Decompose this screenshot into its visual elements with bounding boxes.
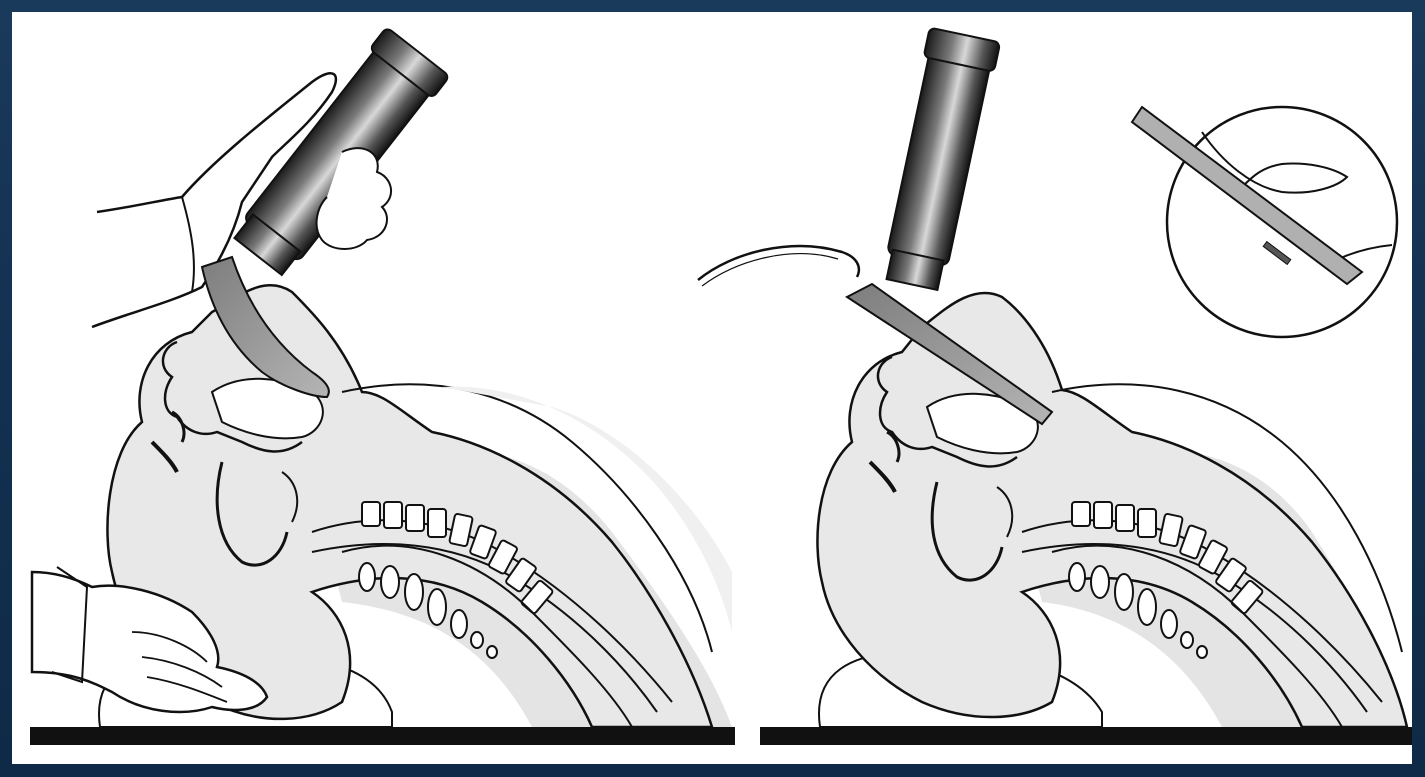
right-laryngoscope-handle (877, 28, 1000, 292)
left-panel (30, 27, 735, 745)
right-panel (698, 28, 1412, 745)
right-light-cable (698, 246, 859, 280)
figure-panel (12, 12, 1412, 764)
intubation-diagram (12, 12, 1412, 764)
right-light-cable-inner (702, 254, 838, 286)
right-floor-bar (760, 727, 1412, 745)
left-floor-bar (30, 727, 735, 745)
right-inset-magnified (1132, 107, 1397, 337)
